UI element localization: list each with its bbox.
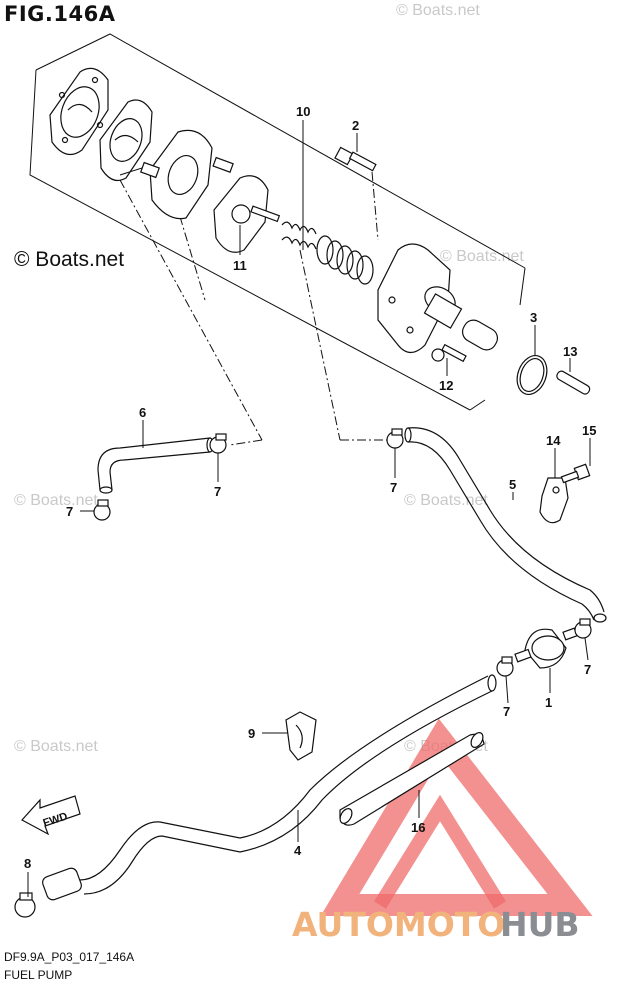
bolt-15 [560,463,591,484]
brand-name-primary: AUTOMOTO [292,905,506,944]
watermark: © Boats.net [396,2,480,19]
pump-case [377,243,463,354]
brand-triangle-logo [320,718,593,916]
callout-5: 5 [509,477,516,492]
hose-5 [404,427,607,623]
clamp-9 [285,711,317,761]
callout-3: 3 [530,310,537,325]
clip-7 [574,618,592,639]
screw-12 [431,343,467,363]
clip-7 [93,499,111,521]
watermark: © Boats.net [404,492,488,509]
clip-8 [14,892,36,918]
callout-7: 7 [214,484,221,499]
hose-6 [97,437,214,494]
watermark: © Boats.net [440,248,524,265]
watermark-dark: © Boats.net [14,248,125,271]
bracket-14 [539,477,569,524]
callout-8: 8 [24,856,31,871]
callout-1: 1 [545,695,552,710]
callout-2: 2 [352,118,359,133]
watermark: © Boats.net [14,492,98,509]
pump-assembly-boundary [29,33,526,446]
callout-11: 11 [233,258,247,273]
callout-4: 4 [294,843,302,858]
watermark: © Boats.net [14,738,98,755]
pin-13 [556,370,591,395]
callout-7: 7 [66,504,73,519]
pump-plunger [461,319,499,351]
clip-7 [496,656,514,677]
callout-16: 16 [411,820,425,835]
clip-7 [209,433,227,454]
pump-diaphragm-assembly [213,175,281,253]
callout-9: 9 [248,726,255,741]
callout-7: 7 [584,662,591,677]
pump-body [119,129,234,220]
callout-6: 6 [139,405,146,420]
pump-small-spring [281,221,317,250]
callout-7: 7 [503,704,510,719]
hose-16 [339,732,485,826]
figure-code: DF9.9A_P03_017_146A [4,950,135,964]
pump-cover-plate [49,67,109,156]
callout-10: 10 [296,104,310,119]
fwd-arrow-icon: FWD [21,795,81,836]
hose-4 [42,674,497,901]
figure-title: FIG.146A [4,2,116,26]
clip-7 [386,428,404,449]
pump-large-spring [316,235,374,285]
callout-12: 12 [439,378,453,393]
figure-caption: FUEL PUMP [4,968,73,982]
callout-14: 14 [546,433,561,448]
fuel-filter-1 [514,627,578,669]
brand-name-secondary: HUB [500,905,580,944]
pump-diaphragm-gasket [99,99,153,181]
o-ring-3 [516,355,548,395]
callout-15: 15 [582,423,596,438]
callout-13: 13 [563,344,577,359]
callout-7: 7 [390,480,397,495]
bolt-2 [334,146,377,172]
leader-lines [27,120,591,897]
